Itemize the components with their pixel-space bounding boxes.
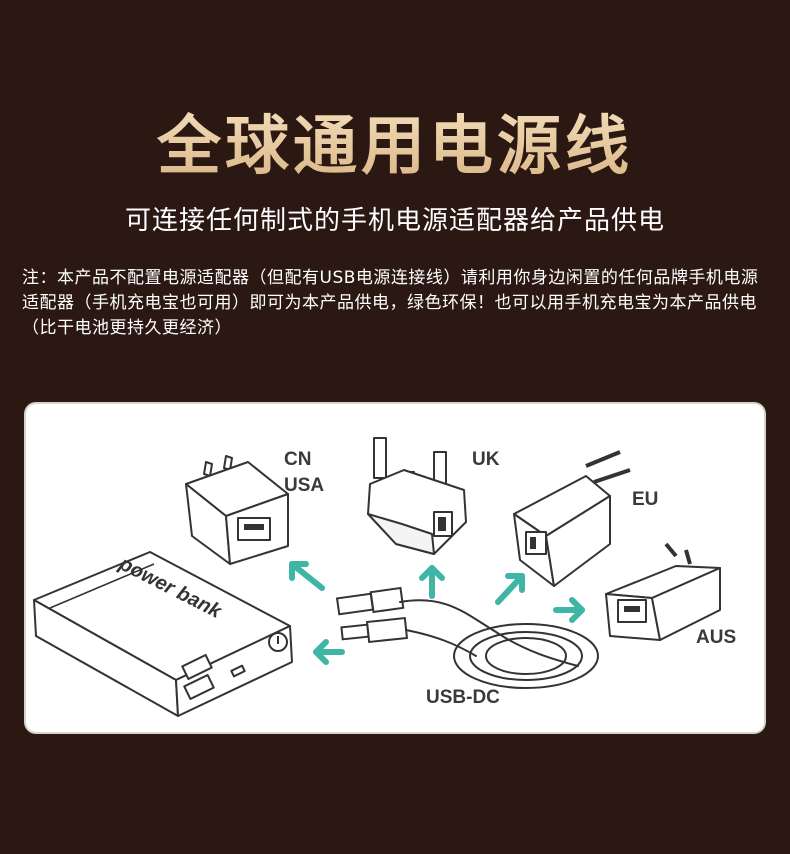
label-usb-dc: USB-DC [426,687,500,708]
label-aus: AUS [696,627,737,648]
note-text: 注：本产品不配置电源适配器（但配有USB电源连接线）请利用你身边闲置的任何品牌手… [22,268,759,338]
label-usa: USA [284,475,325,496]
page-title: 全球通用电源线 [0,95,790,187]
arrow-to-uk-icon [419,565,445,599]
arrow-to-eu-icon [495,573,525,605]
usb-dc-cable-icon [335,586,599,689]
eu-adapter-icon [513,450,631,587]
power-bank-icon [33,551,293,717]
adapter-diagram-panel: power bank [26,404,764,732]
label-eu: EU [632,489,659,510]
direction-arrows [289,561,585,665]
arrow-to-cn-usa-icon [289,561,325,591]
arrow-to-power-bank-icon [313,639,345,665]
page-subtitle: 可连接任何制式的手机电源适配器给产品供电 [124,206,665,236]
aus-adapter-icon [605,542,721,641]
adapter-diagram: power bank [33,437,721,717]
uk-adapter-icon [367,437,467,555]
cn-usa-adapter-icon [185,455,289,565]
label-uk: UK [472,449,500,470]
arrow-to-aus-icon [553,597,585,623]
label-cn: CN [284,449,312,470]
